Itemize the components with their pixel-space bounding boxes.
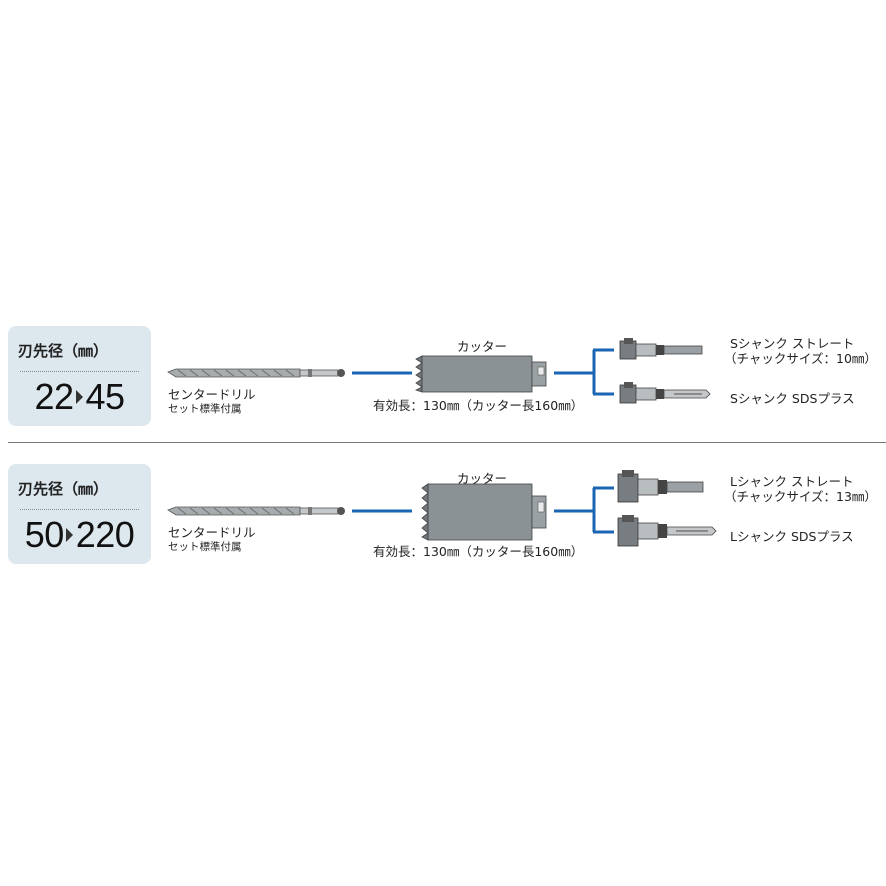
badge-title: 刃先径（㎜） [18, 480, 109, 498]
range-to: 220 [75, 514, 135, 555]
center-drill-image [167, 506, 345, 516]
drill-label: センタードリル [168, 387, 256, 402]
cutter-spec: 有効長：130㎜（カッター長160㎜） [373, 544, 584, 559]
product-row-l: 刃先径（㎜） 50 220 [0, 460, 886, 570]
diameter-badge: 刃先径（㎜） 50 220 [8, 464, 151, 564]
straight-shank-sub: （チャックサイズ：10㎜） [724, 351, 877, 366]
badge-title: 刃先径（㎜） [18, 342, 109, 360]
diameter-badge: 刃先径（㎜） 22 45 [8, 326, 151, 426]
badge-divider [20, 371, 139, 372]
straight-shank-image [617, 470, 704, 503]
core-cutter-image [421, 483, 547, 541]
range-to: 45 [85, 376, 126, 417]
straight-shank-image [619, 338, 703, 360]
shank-bracket [554, 486, 614, 534]
drill-label: センタードリル [168, 525, 256, 540]
tool-diagram [167, 338, 711, 404]
product-row-s: 刃先径（㎜） 22 45 [0, 322, 886, 432]
sds-shank-label: Sシャンク SDSプラス [730, 391, 855, 406]
range-arrow-icon [75, 390, 83, 404]
sds-shank-image [617, 515, 717, 547]
shank-bracket [554, 348, 614, 396]
drill-sub-label: セット標準付属 [168, 541, 242, 553]
tool-diagram [167, 470, 717, 547]
diameter-range: 50 220 [8, 512, 151, 558]
core-cutter-image [414, 355, 547, 393]
badge-divider [20, 509, 139, 510]
range-from: 22 [34, 376, 74, 417]
range-from: 50 [24, 514, 65, 555]
straight-shank-label: Sシャンク ストレート [730, 336, 855, 351]
sds-shank-image [619, 382, 711, 404]
drill-sub-label: セット標準付属 [168, 403, 242, 415]
sds-shank-label: Lシャンク SDSプラス [730, 529, 854, 544]
row-separator [8, 442, 886, 443]
center-drill-image [167, 368, 345, 378]
straight-shank-sub: （チャックサイズ：13㎜） [724, 489, 877, 504]
range-arrow-icon [65, 528, 73, 542]
cutter-label: カッター [457, 471, 508, 486]
cutter-label: カッター [457, 339, 508, 354]
cutter-spec: 有効長：130㎜（カッター長160㎜） [373, 398, 584, 413]
straight-shank-label: Lシャンク ストレート [730, 474, 854, 489]
diameter-range: 22 45 [8, 374, 151, 420]
